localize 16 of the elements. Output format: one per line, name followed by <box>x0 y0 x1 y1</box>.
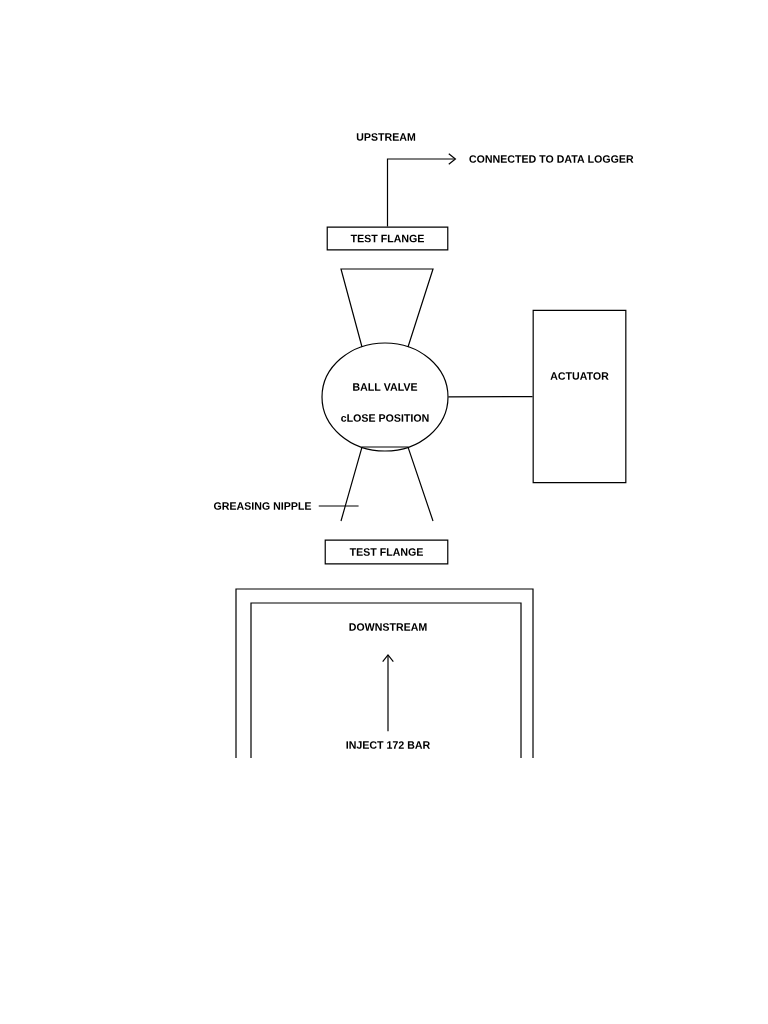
frame-outline <box>235 588 534 759</box>
flange-box: TEST FLANGE <box>324 539 449 565</box>
actuator-box: ACTUATOR <box>532 309 627 484</box>
text-label: CONNECTED TO DATA LOGGER <box>469 155 634 163</box>
trapezoid-shape <box>340 446 434 522</box>
text-label: INJECT 172 BAR <box>346 741 430 749</box>
connector-line <box>447 396 534 398</box>
text-label: UPSTREAM <box>356 133 416 141</box>
leader-line <box>318 505 360 507</box>
arrow <box>382 653 394 732</box>
frame-outline <box>250 602 522 759</box>
text-label: GREASING NIPPLE <box>213 502 312 510</box>
trapezoid-shape <box>340 268 434 348</box>
text-label: DOWNSTREAM <box>349 623 427 631</box>
flange-box: TEST FLANGE <box>326 226 449 251</box>
arrow <box>386 153 457 228</box>
